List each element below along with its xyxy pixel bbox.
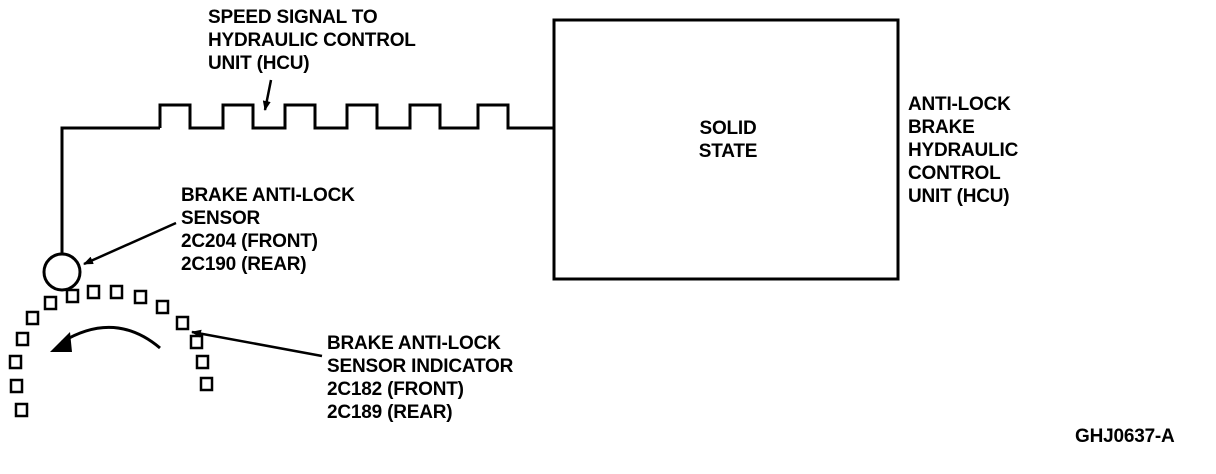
figure-id: GHJ0637-A bbox=[1075, 426, 1175, 447]
indicator-label: BRAKE ANTI-LOCK SENSOR INDICATOR 2C182 (… bbox=[327, 332, 513, 424]
indicator-line-2: SENSOR INDICATOR bbox=[327, 356, 514, 377]
sensor-line-3: 2C204 (FRONT) bbox=[181, 231, 318, 252]
solid-state-label: SOLID STATE bbox=[668, 117, 788, 163]
indicator-line-1: BRAKE ANTI-LOCK bbox=[327, 333, 501, 354]
hcu-line-4: CONTROL bbox=[908, 163, 1001, 184]
rotation-arrowhead bbox=[50, 332, 72, 352]
hcu-line-1: ANTI-LOCK bbox=[908, 94, 1011, 115]
sensor-line-4: 2C190 (REAR) bbox=[181, 254, 307, 275]
tone-ring bbox=[8, 284, 214, 418]
sensor-arrow bbox=[83, 221, 177, 266]
speed-signal-waveform bbox=[158, 103, 554, 130]
rotation-arrow bbox=[61, 325, 161, 350]
sensor-label: BRAKE ANTI-LOCK SENSOR 2C204 (FRONT) 2C1… bbox=[181, 184, 355, 276]
hcu-line-3: HYDRAULIC bbox=[908, 140, 1019, 161]
speed-signal-line-1: SPEED SIGNAL TO bbox=[208, 7, 378, 28]
speed-signal-arrow bbox=[262, 79, 273, 111]
sensor-wire bbox=[60, 126, 160, 262]
solid-state-line-1: SOLID bbox=[699, 118, 757, 139]
hcu-label: ANTI-LOCK BRAKE HYDRAULIC CONTROL UNIT (… bbox=[908, 93, 1018, 208]
indicator-line-3: 2C182 (FRONT) bbox=[327, 379, 464, 400]
speed-signal-line-2: HYDRAULIC CONTROL bbox=[208, 30, 416, 51]
solid-state-box bbox=[552, 18, 900, 281]
sensor-line-1: BRAKE ANTI-LOCK bbox=[181, 185, 355, 206]
speed-signal-line-3: UNIT (HCU) bbox=[208, 53, 310, 74]
solid-state-line-2: STATE bbox=[698, 141, 758, 162]
sensor-circle bbox=[42, 252, 82, 292]
sensor-line-2: SENSOR bbox=[181, 208, 261, 229]
indicator-arrow bbox=[191, 329, 323, 358]
indicator-line-4: 2C189 (REAR) bbox=[327, 402, 453, 423]
hcu-line-2: BRAKE bbox=[908, 117, 975, 138]
hcu-line-5: UNIT (HCU) bbox=[908, 186, 1010, 207]
speed-signal-label: SPEED SIGNAL TO HYDRAULIC CONTROL UNIT (… bbox=[208, 6, 416, 75]
